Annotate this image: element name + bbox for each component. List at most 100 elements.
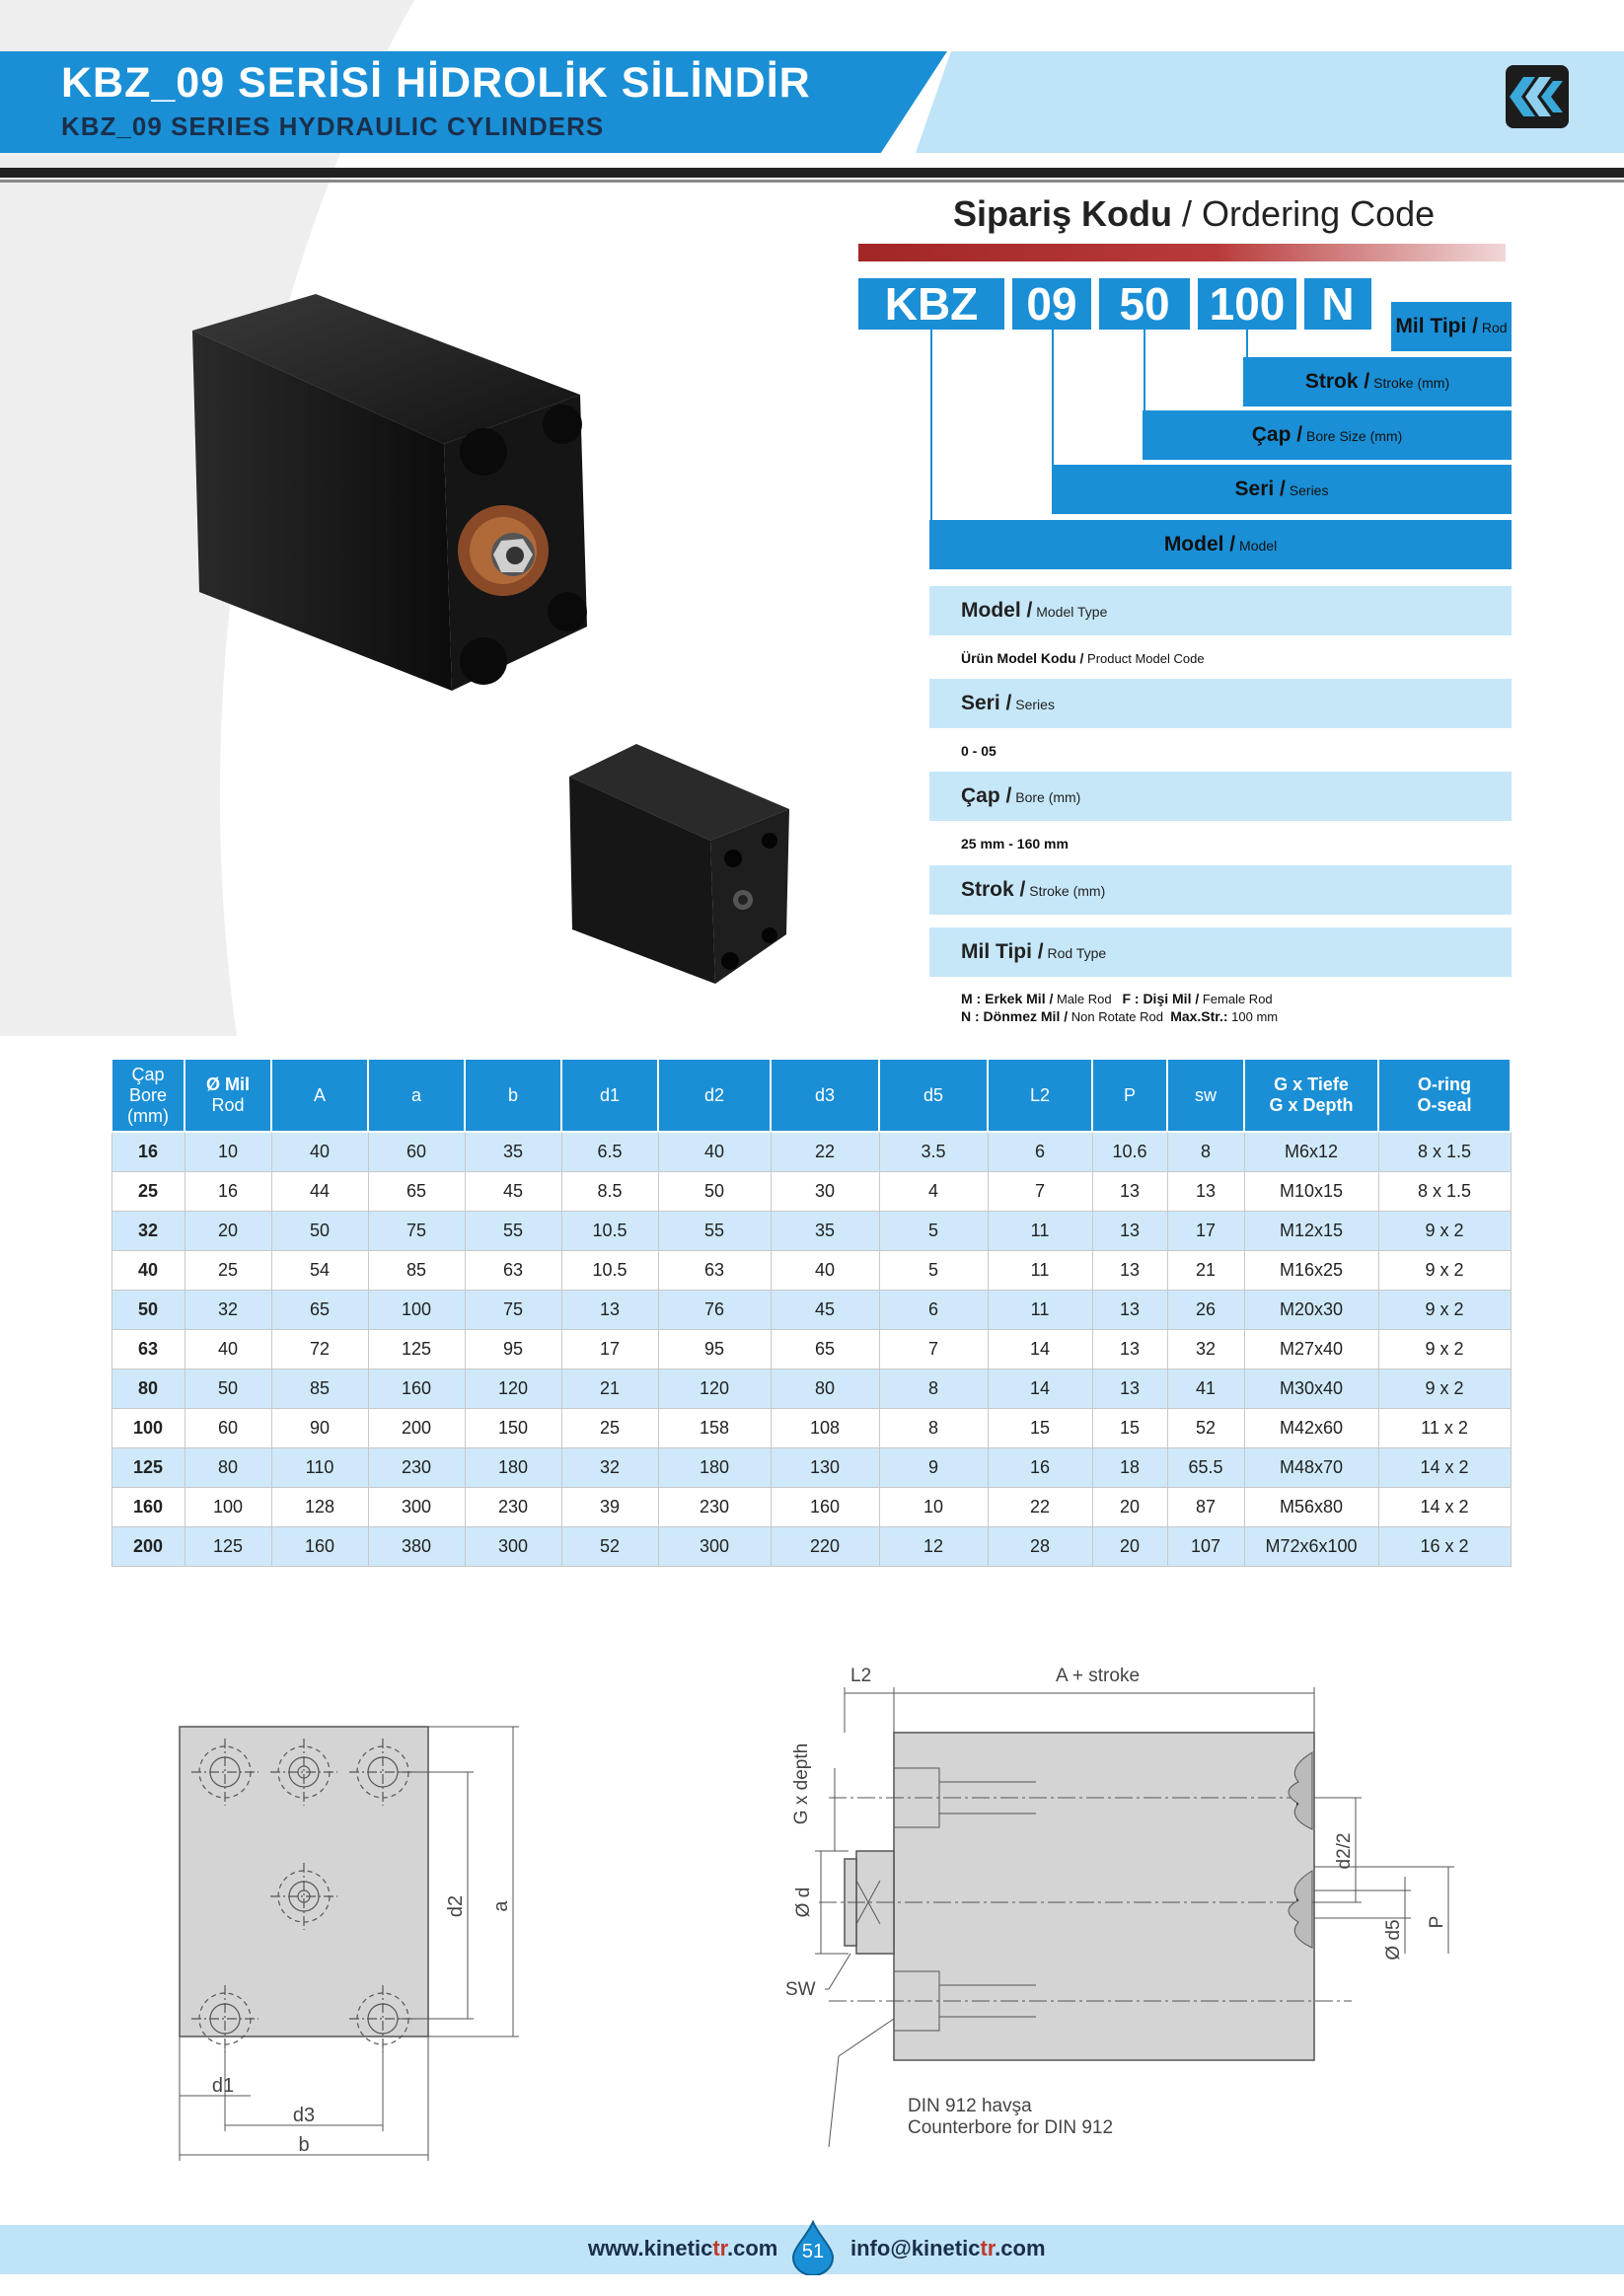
dim-d-label: Ø d [793, 1888, 814, 1918]
table-header-cell: d3 [770, 1058, 880, 1133]
table-cell: 3.5 [878, 1131, 989, 1172]
table-cell: M10x15 [1243, 1171, 1379, 1212]
footer-website[interactable]: www.kinetictr.com [588, 2236, 778, 2260]
table-cell: 60 [367, 1131, 466, 1172]
table-cell: 32 [560, 1447, 659, 1488]
info-bore-value: 25 mm - 160 mm [961, 836, 1069, 852]
table-cell: 18 [1091, 1447, 1168, 1488]
table-cell: 87 [1166, 1487, 1245, 1527]
table-cell: 72 [270, 1329, 369, 1370]
header-line: Bore [128, 1084, 168, 1105]
table-cell: 30 [770, 1171, 880, 1212]
table-cell: 40 [657, 1131, 772, 1172]
header-divider [0, 168, 1624, 178]
table-cell: 8 x 1.5 [1377, 1131, 1512, 1172]
connector-model [930, 330, 932, 523]
table-cell: 200 [111, 1526, 185, 1567]
table-cell: 8 [878, 1369, 989, 1409]
table-cell: 158 [657, 1408, 772, 1448]
header-divider-thin [0, 180, 1624, 183]
table-cell: 65 [270, 1290, 369, 1330]
header-line: O-seal [1417, 1095, 1472, 1115]
table-cell: 17 [1166, 1211, 1245, 1251]
table-cell: 15 [1091, 1408, 1168, 1448]
header-line: d5 [923, 1084, 944, 1105]
header-line: (mm) [127, 1105, 169, 1126]
table-cell: 11 x 2 [1377, 1408, 1512, 1448]
table-cell: 128 [270, 1487, 369, 1527]
table-cell: 300 [367, 1487, 466, 1527]
table-cell: 80 [111, 1369, 185, 1409]
table-cell: M6x12 [1243, 1131, 1379, 1172]
table-cell: 55 [464, 1211, 562, 1251]
header-line: L2 [1029, 1084, 1051, 1105]
table-cell: M42x60 [1243, 1408, 1379, 1448]
connector-stroke [1246, 330, 1248, 359]
table-cell: 60 [184, 1408, 272, 1448]
connector-series [1052, 330, 1054, 466]
table-cell: 95 [657, 1329, 772, 1370]
table-cell: 65.5 [1166, 1447, 1245, 1488]
info-rod-type: Mil Tipi / Rod Type [929, 927, 1512, 977]
table-cell: 21 [1166, 1250, 1245, 1291]
code-rod: N [1304, 278, 1371, 330]
table-cell: 55 [657, 1211, 772, 1251]
table-cell: 6 [878, 1290, 989, 1330]
table-cell: 14 [987, 1329, 1093, 1370]
table-cell: 80 [184, 1447, 272, 1488]
table-cell: 220 [770, 1526, 880, 1567]
table-cell: 13 [560, 1290, 659, 1330]
footer-email[interactable]: info@kinetictr.com [850, 2236, 1046, 2260]
table-cell: 9 x 2 [1377, 1329, 1512, 1370]
table-cell: 107 [1166, 1526, 1245, 1567]
table-cell: 100 [111, 1408, 185, 1448]
code-series: 09 [1012, 278, 1091, 330]
table-header-cell: L2 [987, 1058, 1093, 1133]
table-cell: 13 [1166, 1171, 1245, 1212]
table-cell: 65 [367, 1171, 466, 1212]
header-line: A [313, 1084, 326, 1105]
dim-b-label: b [298, 2134, 309, 2156]
table-cell: M12x15 [1243, 1211, 1379, 1251]
table-cell: 10 [184, 1131, 272, 1172]
table-cell: 40 [111, 1250, 185, 1291]
table-cell: 75 [367, 1211, 466, 1251]
dim-d1-label: d1 [212, 2075, 234, 2097]
table-cell: 16 [987, 1447, 1093, 1488]
table-cell: 75 [464, 1290, 562, 1330]
table-cell: M56x80 [1243, 1487, 1379, 1527]
table-cell: 25 [111, 1171, 185, 1212]
label-rod-type: Mil Tipi / Rod [1391, 302, 1512, 351]
table-cell: 100 [184, 1487, 272, 1527]
table-cell: M16x25 [1243, 1250, 1379, 1291]
table-cell: 125 [367, 1329, 466, 1370]
page-title-tr: KBZ_09 SERİSİ HİDROLİK SİLİNDİR [61, 59, 811, 107]
table-cell: 9 x 2 [1377, 1250, 1512, 1291]
table-cell: 13 [1091, 1329, 1168, 1370]
table-header-cell: sw [1166, 1058, 1245, 1133]
dim-a-label: a [490, 1900, 512, 1912]
table-cell: 10.5 [560, 1211, 659, 1251]
table-cell: 160 [770, 1487, 880, 1527]
table-cell: 22 [770, 1131, 880, 1172]
label-bore-size: Çap / Bore Size (mm) [1143, 410, 1512, 460]
table-cell: M20x30 [1243, 1290, 1379, 1330]
kinetic-logo [1506, 65, 1569, 128]
table-cell: 40 [770, 1250, 880, 1291]
table-cell: 80 [770, 1369, 880, 1409]
table-cell: 5 [878, 1211, 989, 1251]
connector-bore [1144, 330, 1145, 412]
dim-d3-label: d3 [293, 2105, 315, 2126]
